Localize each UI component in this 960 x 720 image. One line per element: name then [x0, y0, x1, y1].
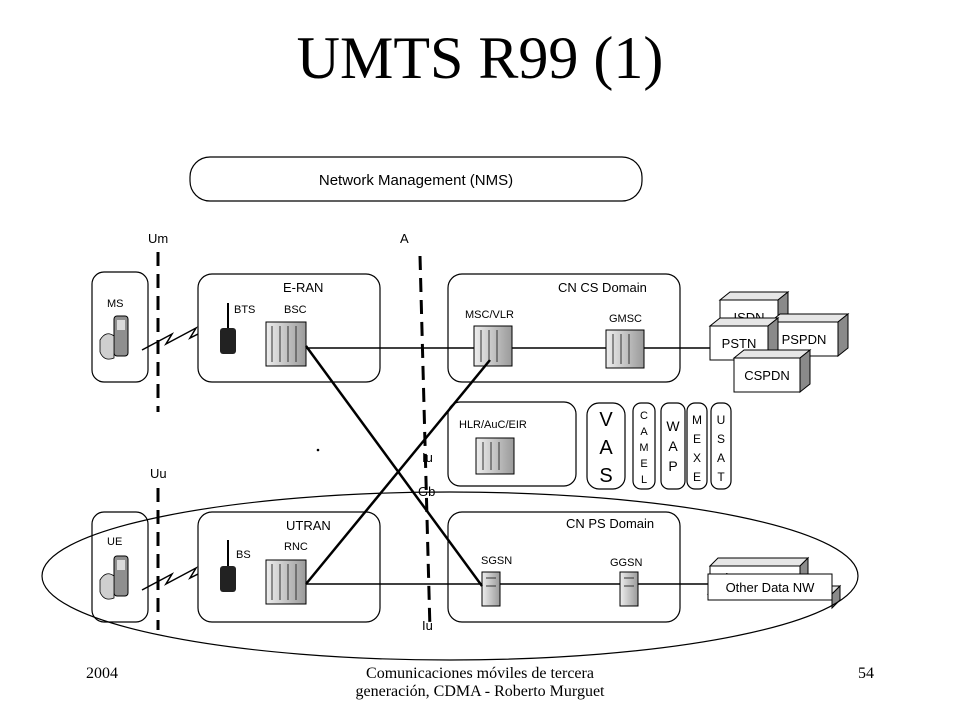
ggsn-label: GGSN [610, 557, 642, 569]
bs-antenna-icon [220, 540, 236, 592]
mexe-box: M E X E [686, 402, 708, 490]
sgsn-equipment-icon [481, 571, 501, 607]
cn-ps-title: CN PS Domain [566, 516, 654, 531]
nms-box [189, 156, 643, 202]
hlr-equipment-icon [475, 437, 515, 475]
bs-label: BS [236, 549, 251, 561]
wap-box: W A P [660, 402, 686, 490]
mexe-letter: E [693, 470, 701, 484]
msc-vlr-equipment-icon [473, 325, 513, 367]
ms-label: MS [107, 298, 124, 310]
usat-box: U S A T [710, 402, 732, 490]
sgsn-label: SGSN [481, 555, 512, 567]
cspdn-network-box: CSPDN [732, 348, 812, 394]
usat-letter: A [717, 451, 725, 465]
cspdn-label: CSPDN [744, 368, 790, 383]
rnc-label: RNC [284, 541, 308, 553]
other-data-nw-label: Other Data NW [726, 580, 816, 595]
ue-label: UE [107, 536, 122, 548]
camel-box: C A M E L [632, 402, 656, 490]
ms-radio-link [141, 321, 223, 351]
interface-uu-label: Uu [150, 466, 167, 481]
cn-cs-title: CN CS Domain [558, 280, 647, 295]
rnc-equipment-icon [265, 559, 307, 605]
ue-radio-link [141, 561, 223, 591]
pspdn-label: PSPDN [782, 332, 827, 347]
bts-label: BTS [234, 304, 255, 316]
bsc-equipment-icon [265, 321, 307, 367]
usat-letter: T [717, 470, 725, 484]
msc-vlr-label: MSC/VLR [465, 309, 514, 321]
vas-letter: S [599, 465, 612, 487]
umts-highlight-oval [41, 491, 859, 661]
mexe-letter: X [693, 451, 701, 465]
gmsc-label: GMSC [609, 313, 642, 325]
interface-iu-bottom-label: Iu [422, 618, 433, 633]
ggsn-equipment-icon [619, 571, 639, 607]
pstn-label: PSTN [722, 336, 757, 351]
interface-a-label: A [400, 231, 409, 246]
footer-year: 2004 [86, 665, 118, 682]
stray-dot [316, 448, 320, 452]
nms-label: Network Management (NMS) [319, 172, 513, 189]
mexe-letter: E [693, 432, 701, 446]
camel-letter: C [640, 410, 648, 422]
camel-letter: L [641, 474, 647, 486]
rnc-msc-iu-link [305, 359, 491, 585]
hlr-label: HLR/AuC/EIR [459, 419, 527, 431]
camel-letter: M [639, 442, 648, 454]
usat-letter: U [717, 413, 726, 427]
mexe-letter: M [692, 413, 702, 427]
camel-letter: E [640, 458, 647, 470]
interface-iu-top-label: Iu [422, 450, 433, 465]
ue-handset-icon [99, 555, 129, 600]
vas-letter: V [599, 409, 613, 431]
wap-letter: P [668, 458, 677, 474]
wap-letter: A [668, 438, 678, 454]
interface-um-label: Um [148, 231, 168, 246]
wap-letter: W [666, 418, 680, 434]
ms-handset-icon [99, 315, 129, 360]
usat-letter: S [717, 432, 725, 446]
eran-title: E-RAN [283, 280, 323, 295]
footer-course-title: Comunicaciones móviles de tercera genera… [355, 665, 605, 700]
utran-title: UTRAN [286, 518, 331, 533]
interface-gb-label: Gb [418, 484, 435, 499]
camel-letter: A [640, 426, 648, 438]
a-boundary-line [418, 255, 432, 631]
footer-page-number: 54 [858, 665, 874, 682]
bsc-label: BSC [284, 304, 307, 316]
bts-antenna-icon [220, 303, 236, 354]
vas-letter: A [599, 437, 613, 459]
gmsc-equipment-icon [605, 329, 645, 369]
slide-title: UMTS R99 (1) [296, 25, 664, 91]
other-data-nw-box: Other Data NW [706, 573, 842, 610]
vas-box: V A S [586, 402, 626, 490]
bsc-sgsn-gb-link [304, 345, 484, 587]
